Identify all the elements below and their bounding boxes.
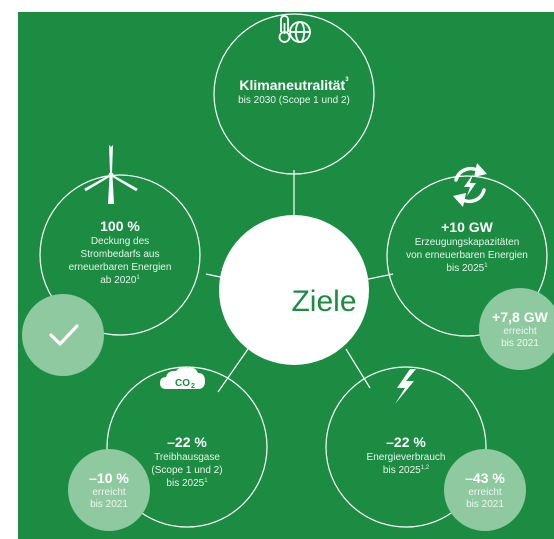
goal-ghg-footnote: 1 <box>204 478 208 484</box>
goal-capacity-line-1: Erzeugungskapazitäten <box>414 237 520 248</box>
lightning-bolt-icon <box>395 369 416 404</box>
svg-text:CO: CO <box>175 378 190 389</box>
goal-renewable-headline: 100 % <box>100 218 140 234</box>
goal-ghg-line-1: Treibhausgase <box>154 452 220 463</box>
goal-renewable-text: 100 % Deckung des Strombedarfs aus erneu… <box>50 217 190 287</box>
goal-energy-line-1: Energieverbrauch <box>366 452 446 463</box>
goal-climate-line-1: bis 2030 (Scope 1 und 2) <box>238 95 350 106</box>
goal-capacity-line-2: von erneuerbaren Energien <box>406 250 528 261</box>
badge-capacity-value: +7,8 GW <box>492 309 548 325</box>
badge-ghg <box>68 449 150 531</box>
goals-diagram: CO 2 Ziele Klimaneutralität3 bis 2030 (S… <box>18 12 554 539</box>
goal-capacity-text: +10 GW Erzeugungskapazitäten von erneuer… <box>397 218 537 275</box>
goal-ghg-line-3: bis 2025 <box>166 478 205 489</box>
badge-ghg-line-1: erreicht <box>92 487 126 498</box>
badge-ghg-line-2: bis 2021 <box>90 499 128 510</box>
goal-climate-text: Klimaneutralität3 bis 2030 (Scope 1 und … <box>214 76 374 107</box>
goal-capacity-footnote: 1 <box>484 263 488 269</box>
connector-bottom-right <box>345 348 371 389</box>
goal-circle-climate <box>213 13 375 175</box>
co2-cloud-icon: CO 2 <box>160 367 205 390</box>
goal-renewable-line-3: erneuerbaren Energien <box>68 262 172 273</box>
goal-energy-footnote: 1,2 <box>420 465 430 471</box>
goal-circle-capacity <box>386 175 548 337</box>
goal-renewable-footnote: 1 <box>136 275 140 281</box>
thermometer-globe-icon <box>278 15 311 43</box>
badge-ghg-text: –10 % erreicht bis 2021 <box>74 470 144 511</box>
goal-ghg-text: –22 % Treibhausgase (Scope 1 und 2) bis … <box>137 433 237 490</box>
goal-capacity-line-3: bis 2025 <box>446 263 485 274</box>
diagram-graphic: CO 2 <box>22 13 554 531</box>
svg-text:2: 2 <box>191 383 195 390</box>
center-label: Ziele <box>291 285 357 318</box>
badge-capacity-line-1: erreicht <box>503 326 537 337</box>
badge-capacity-text: +7,8 GW erreicht bis 2021 <box>482 309 554 350</box>
badge-energy-line-2: bis 2021 <box>466 499 504 510</box>
goal-circle-renewable <box>39 174 201 336</box>
goal-ghg-headline: –22 % <box>167 434 207 450</box>
goal-energy-text: –22 % Energieverbrauch bis 20251,2 <box>356 433 456 477</box>
goal-renewable-line-1: Deckung des <box>90 236 150 247</box>
goal-climate-headline: Klimaneutralität <box>239 77 346 93</box>
goal-renewable-line-2: Strombedarfs aus <box>80 249 160 260</box>
renewable-energy-icon <box>453 163 487 207</box>
goal-capacity-headline: +10 GW <box>441 219 493 235</box>
goal-renewable-line-4: ab 2020 <box>100 275 137 286</box>
checkmark-icon <box>49 324 79 346</box>
badge-ghg-value: –10 % <box>89 470 129 486</box>
badge-capacity-line-2: bis 2021 <box>501 338 539 349</box>
badge-energy-value: –43 % <box>465 470 505 486</box>
connector-bottom-left <box>217 348 249 393</box>
goal-climate-footnote: 3 <box>345 77 349 83</box>
wind-turbine-icon <box>84 145 138 204</box>
goal-ghg-line-2: (Scope 1 und 2) <box>151 465 223 476</box>
goal-energy-line-2: bis 2025 <box>382 465 421 476</box>
goal-circle-ghg <box>106 366 268 528</box>
badge-energy <box>444 449 526 531</box>
badge-energy-text: –43 % erreicht bis 2021 <box>450 470 520 511</box>
goal-circle-energy <box>325 366 487 528</box>
badge-renewable <box>22 294 104 376</box>
badge-energy-line-1: erreicht <box>468 487 502 498</box>
center-circle <box>219 215 369 365</box>
badge-capacity <box>479 288 554 370</box>
goal-energy-headline: –22 % <box>386 434 426 450</box>
